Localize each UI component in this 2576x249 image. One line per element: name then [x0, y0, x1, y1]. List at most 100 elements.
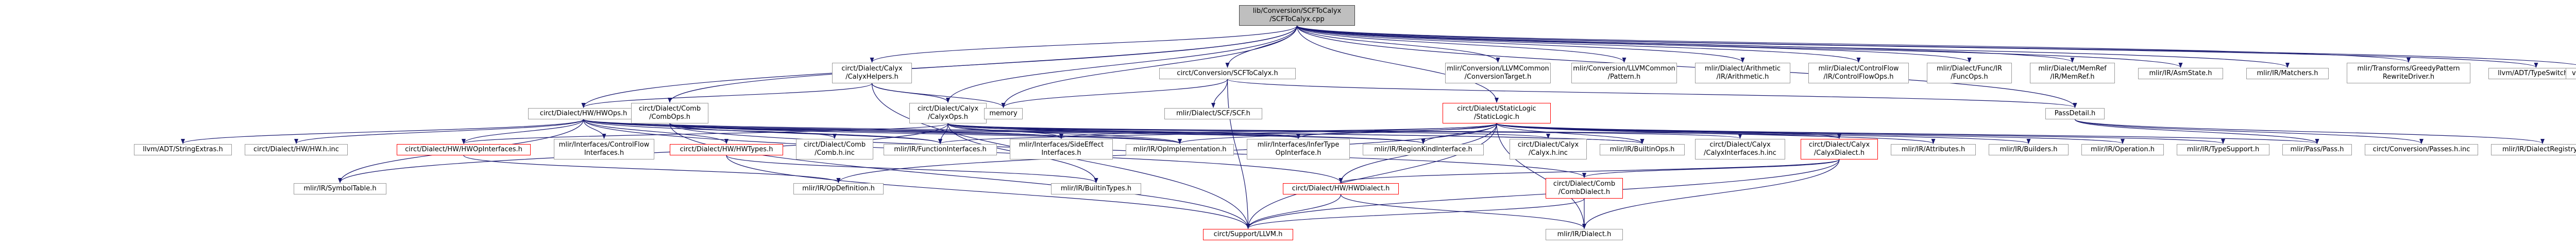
node-calyxinc[interactable]: circt/Dialect/Calyx/Calyx.h.inc — [1510, 139, 1587, 159]
node-combops[interactable]: circt/Dialect/Comb/CombOps.h — [631, 103, 708, 123]
edge-passdetail-to-dialectregistry — [2074, 119, 2545, 144]
edge-root-to-typeswitch — [1296, 25, 2538, 68]
edge-root-to-matchers — [1296, 25, 2290, 68]
node-calyxinterfaces[interactable]: circt/Dialect/Calyx/CalyxInterfaces.h.in… — [1695, 139, 1785, 159]
node-label-line: /CombOps.h — [649, 113, 690, 121]
edge-root-to-greedy — [1296, 25, 2411, 63]
node-typeswitch[interactable]: llvm/ADT/TypeSwitch.h — [2488, 68, 2576, 79]
node-label-line: lib/Conversion/SCFToCalyx — [1252, 7, 1342, 15]
node-label-line: circt/Dialect/Calyx — [841, 65, 903, 73]
node-builtinops[interactable]: mlir/IR/BuiltinOps.h — [1600, 144, 1685, 155]
node-label-line: RewriteDriver.h — [2382, 73, 2435, 81]
node-variant[interactable]: variant — [2566, 68, 2576, 79]
node-label-line: mlir/Dialect/SCF/SCF.h — [1176, 110, 1250, 117]
edge-root-to-calyxops — [946, 25, 1298, 103]
edge-root-to-variant — [1296, 25, 2576, 65]
node-label-line: /Calyx.h.inc — [1529, 149, 1568, 157]
node-label-line: mlir/Interfaces/SideEffect — [1019, 141, 1104, 149]
node-dialectregistry[interactable]: mlir/IR/DialectRegistry.h — [2491, 144, 2576, 155]
edge-root-to-combops — [668, 25, 1298, 103]
node-label-line: /Comb.h.inc — [815, 149, 855, 157]
node-passdetail[interactable]: PassDetail.h — [2045, 108, 2105, 119]
edge-staticlogic-to-pass — [1496, 123, 2319, 144]
node-scftocalyx[interactable]: circt/Conversion/SCFToCalyx.h — [1159, 68, 1296, 79]
node-opdefinition[interactable]: mlir/IR/OpDefinition.h — [793, 183, 884, 194]
node-root: lib/Conversion/SCFToCalyx/SCFToCalyx.cpp — [1239, 5, 1355, 26]
node-label-line: circt/Dialect/HW/HWOps.h — [539, 110, 628, 117]
edge-calyxhelpers-to-hwops — [581, 83, 873, 108]
node-label-line: /IR/MemRef.h — [2050, 73, 2095, 81]
node-symboltable[interactable]: mlir/IR/SymbolTable.h — [294, 183, 386, 194]
node-label-line: mlir/IR/RegionKindInterface.h — [1374, 146, 1472, 153]
node-matchers[interactable]: mlir/IR/Matchers.h — [2246, 68, 2329, 79]
node-label-line: /CombDialect.h — [1558, 188, 1611, 196]
node-combinc[interactable]: circt/Dialect/Comb/Comb.h.inc — [796, 139, 873, 159]
node-operation[interactable]: mlir/IR/Operation.h — [2081, 144, 2164, 155]
node-hwops[interactable]: circt/Dialect/HW/HWOps.h — [528, 108, 639, 119]
edge-hwops-to-stringextras — [181, 119, 584, 144]
node-cfops[interactable]: mlir/Dialect/ControlFlow/IR/ControlFlowO… — [1808, 63, 1909, 83]
node-pass[interactable]: mlir/Pass/Pass.h — [2282, 144, 2352, 155]
node-supportllvm[interactable]: circt/Support/LLVM.h — [1203, 229, 1293, 240]
edge-calyxdialect-to-combdialect — [1582, 159, 1840, 178]
edge-calyxops-to-funcinterfaces — [938, 123, 948, 144]
node-regionkind[interactable]: mlir/IR/RegionKindInterface.h — [1363, 144, 1484, 155]
node-label-line: OpInterface.h — [1275, 149, 1321, 157]
node-asmstate[interactable]: mlir/IR/AsmState.h — [2138, 68, 2223, 79]
node-typesupport[interactable]: mlir/IR/TypeSupport.h — [2177, 144, 2269, 155]
edge-scftocalyx-to-scfscf — [1211, 79, 1228, 108]
node-funcinterfaces[interactable]: mlir/IR/FunctionInterfaces.h — [884, 144, 997, 155]
edge-root-to-memory — [1001, 25, 1298, 108]
edge-root-to-memref — [1296, 25, 2075, 63]
node-hwdialect[interactable]: circt/Dialect/HW/HWDialect.h — [1283, 183, 1399, 194]
node-memref[interactable]: mlir/Dialect/MemRef/IR/MemRef.h — [2030, 63, 2115, 83]
edge-staticlogic-to-infertype — [1296, 123, 1497, 139]
node-arith[interactable]: mlir/Dialect/Arithmetic/IR/Arithmetic.h — [1695, 63, 1790, 83]
edge-staticlogic-to-sideeffect — [1059, 123, 1497, 139]
edge-hwdialect-to-supportllvm — [1246, 194, 1342, 229]
node-llvmcommon[interactable]: mlir/Conversion/LLVMCommon/ConversionTar… — [1445, 63, 1551, 83]
node-funcops[interactable]: mlir/Dialect/Func/IR/FuncOps.h — [1927, 63, 2012, 83]
node-passesinc[interactable]: circt/Conversion/Passes.h.inc — [2365, 144, 2478, 155]
node-label-line: mlir/Dialect/MemRef — [2038, 65, 2107, 73]
node-stringextras[interactable]: llvm/ADT/StringExtras.h — [134, 144, 232, 155]
node-calyxdialect[interactable]: circt/Dialect/Calyx/CalyxDialect.h — [1801, 139, 1878, 159]
node-label-line: mlir/IR/TypeSupport.h — [2187, 146, 2260, 153]
edge-root-to-funcops — [1296, 25, 1972, 63]
node-label-line: mlir/IR/BuiltinOps.h — [1609, 146, 1675, 153]
node-label-line: circt/Dialect/Comb — [638, 105, 701, 113]
edge-root-to-llvmcommon — [1296, 25, 1500, 63]
node-label-line: circt/Dialect/Calyx — [1808, 141, 1870, 149]
node-label-line: mlir/IR/Attributes.h — [1901, 146, 1965, 153]
node-builders[interactable]: mlir/IR/Builders.h — [1989, 144, 2069, 155]
node-calyxops[interactable]: circt/Dialect/Calyx/CalyxOps.h — [909, 103, 987, 123]
node-memory[interactable]: memory — [984, 108, 1023, 119]
node-label-line: mlir/IR/OpDefinition.h — [802, 185, 875, 192]
node-staticlogic[interactable]: circt/Dialect/StaticLogic/StaticLogic.h — [1443, 103, 1551, 123]
node-label-line: /CalyxInterfaces.h.inc — [1704, 149, 1776, 157]
node-attributes[interactable]: mlir/IR/Attributes.h — [1891, 144, 1976, 155]
node-label-line: Interfaces.h — [1041, 149, 1081, 157]
node-combdialect[interactable]: circt/Dialect/Comb/CombDialect.h — [1546, 178, 1623, 199]
node-label-line: llvm/ADT/TypeSwitch.h — [2498, 69, 2574, 77]
node-calyxhelpers[interactable]: circt/Dialect/Calyx/CalyxHelpers.h — [832, 63, 912, 83]
node-label-line: mlir/IR/Matchers.h — [2257, 69, 2318, 77]
node-irdialect[interactable]: mlir/IR/Dialect.h — [1546, 229, 1623, 240]
node-label-line: circt/Dialect/HW/HWTypes.h — [680, 146, 773, 153]
node-label-line: circt/Dialect/HW/HW.h.inc — [253, 146, 339, 153]
node-label-line: /ConversionTarget.h — [1464, 73, 1532, 81]
node-builtintypes[interactable]: mlir/IR/BuiltinTypes.h — [1051, 183, 1141, 194]
node-opimpl[interactable]: mlir/IR/OpImplementation.h — [1126, 144, 1234, 155]
node-hwtypes[interactable]: circt/Dialect/HW/HWTypes.h — [670, 144, 783, 155]
node-scfscf[interactable]: mlir/Dialect/SCF/SCF.h — [1164, 108, 1262, 119]
edge-scftocalyx-to-passdetail — [1227, 79, 2077, 108]
node-hwinc[interactable]: circt/Dialect/HW/HW.h.inc — [245, 144, 348, 155]
node-llvmpattern[interactable]: mlir/Conversion/LLVMCommon/Pattern.h — [1571, 63, 1677, 83]
node-hwopinterfaces[interactable]: circt/Dialect/HW/HWOpInterfaces.h — [397, 144, 531, 155]
